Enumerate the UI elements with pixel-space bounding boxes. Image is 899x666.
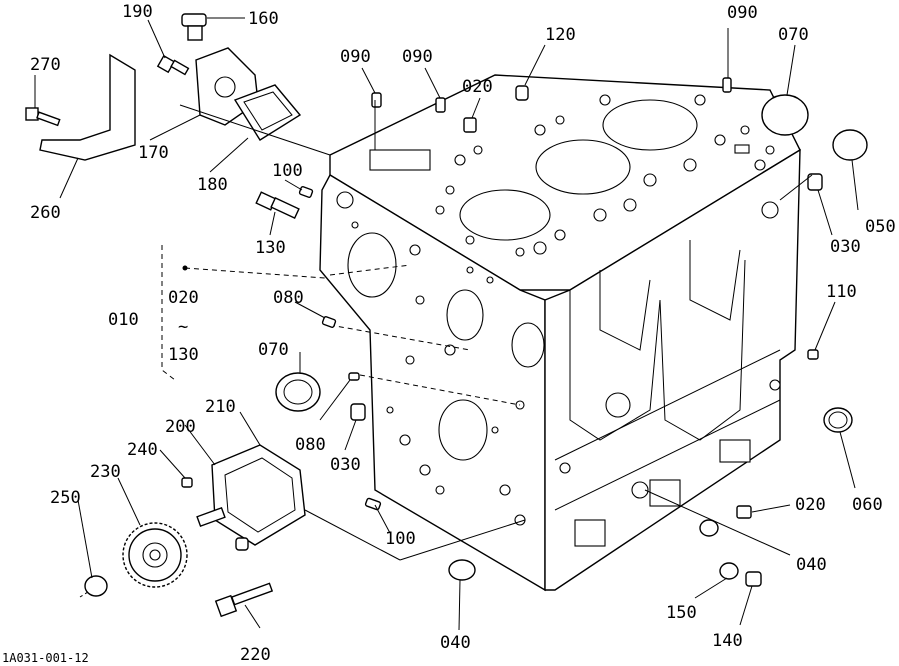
label-tilde: ~ [178, 317, 188, 337]
label-180: 180 [197, 175, 228, 195]
cylinder-block [319, 74, 801, 592]
gear-part [122, 522, 188, 588]
fitting-130-part [255, 191, 300, 219]
label-060: 060 [852, 495, 883, 515]
label-150: 150 [666, 603, 697, 623]
bracket-part [39, 53, 136, 161]
drawing-id: 1A031-001-12 [2, 651, 89, 665]
label-070-mid: 070 [258, 340, 289, 360]
label-030-right: 030 [830, 237, 861, 257]
label-100-top: 100 [272, 161, 303, 181]
label-020-top: 020 [462, 77, 493, 97]
label-050: 050 [865, 217, 896, 237]
label-020-bot: 020 [795, 495, 826, 515]
breather-cap-part [181, 13, 207, 41]
label-270: 270 [30, 55, 61, 75]
label-040-bot: 040 [440, 633, 471, 653]
label-220: 220 [240, 645, 271, 665]
label-080-bot: 080 [295, 435, 326, 455]
label-010: 010 [108, 310, 139, 330]
small-parts [25, 13, 868, 618]
gasket-part [233, 84, 302, 141]
label-080-top: 080 [273, 288, 304, 308]
label-210: 210 [205, 397, 236, 417]
label-160: 160 [248, 9, 279, 29]
label-030-mid: 030 [330, 455, 361, 475]
label-100-bot: 100 [385, 529, 416, 549]
label-120: 120 [545, 25, 576, 45]
leader-lines-dashed [161, 245, 521, 406]
deck-holes [369, 94, 775, 257]
label-090-a: 090 [340, 47, 371, 67]
label-200: 200 [165, 417, 196, 437]
label-250: 250 [50, 488, 81, 508]
bolt-270-part [25, 107, 61, 127]
label-020-range: 020 [168, 288, 199, 308]
leader-lines [34, 17, 859, 631]
label-130-range: 130 [168, 345, 199, 365]
label-130: 130 [255, 238, 286, 258]
label-090-c: 090 [727, 3, 758, 23]
label-140: 140 [712, 631, 743, 651]
label-070-top: 070 [778, 25, 809, 45]
label-090-b: 090 [402, 47, 433, 67]
crankcase-ribs [336, 191, 781, 547]
front-face-holes [336, 196, 545, 526]
bolt-190-part [156, 54, 190, 76]
label-230: 230 [90, 462, 121, 482]
label-110: 110 [826, 282, 857, 302]
label-190: 190 [122, 2, 153, 22]
label-260: 260 [30, 203, 61, 223]
bolt-220-part [214, 582, 274, 618]
oil-pump-part [196, 444, 306, 551]
label-170: 170 [138, 143, 169, 163]
label-040-right: 040 [796, 555, 827, 575]
label-240: 240 [127, 440, 158, 460]
